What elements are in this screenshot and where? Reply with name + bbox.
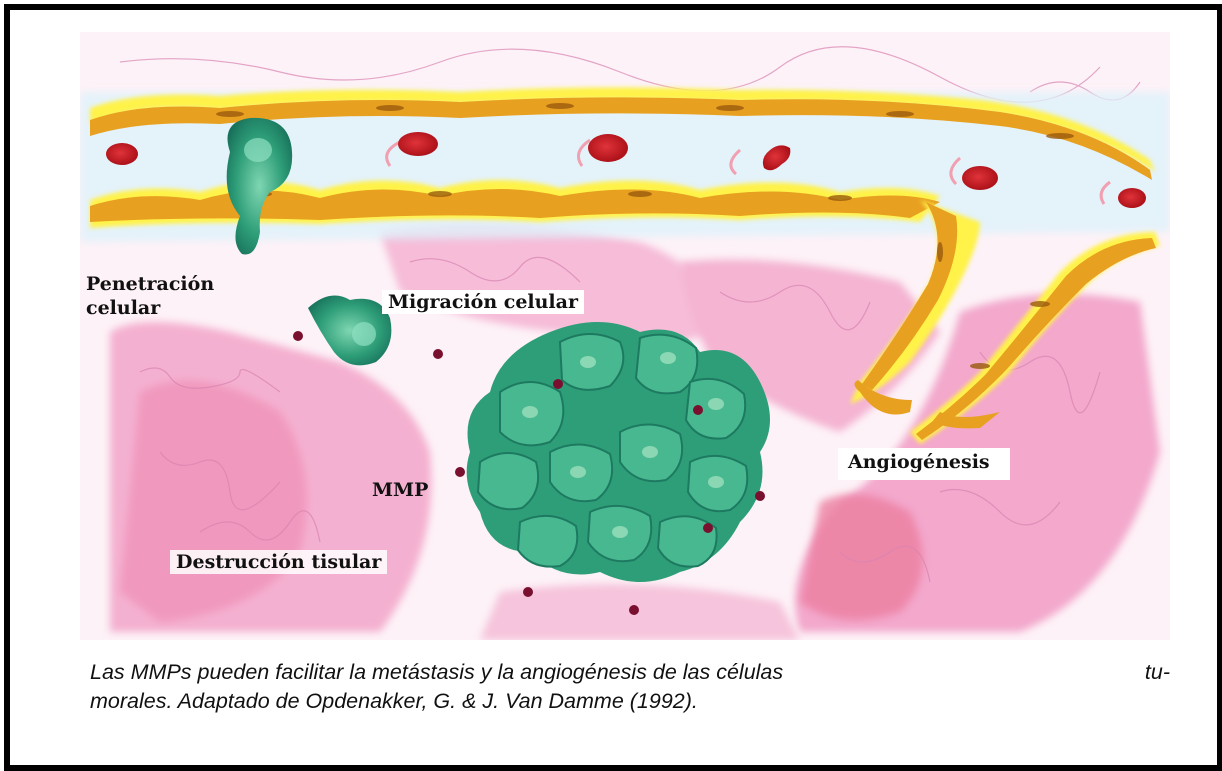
label-mmp: MMP [366, 478, 434, 502]
label-destruccion-tisular: Destrucción tisular [170, 550, 387, 574]
figure-frame: Penetración celular Migración celular MM… [4, 4, 1222, 771]
label-penetracion-celular: Penetración celular [86, 272, 236, 320]
mmp-illustration [80, 32, 1170, 640]
caption-line-1-end: tu- [1145, 658, 1170, 687]
label-migracion-celular: Migración celular [382, 290, 584, 314]
caption-line-1: Las MMPs pueden facilitar la metástasis … [90, 658, 1170, 687]
caption-line-1-text: Las MMPs pueden facilitar la metástasis … [90, 658, 783, 687]
caption-line-2: morales. Adaptado de Opdenakker, G. & J.… [90, 687, 1170, 716]
figure-caption: Las MMPs pueden facilitar la metástasis … [90, 658, 1170, 716]
label-angiogenesis: Angiogénesis [838, 448, 1010, 480]
tumor-cluster [467, 322, 770, 582]
